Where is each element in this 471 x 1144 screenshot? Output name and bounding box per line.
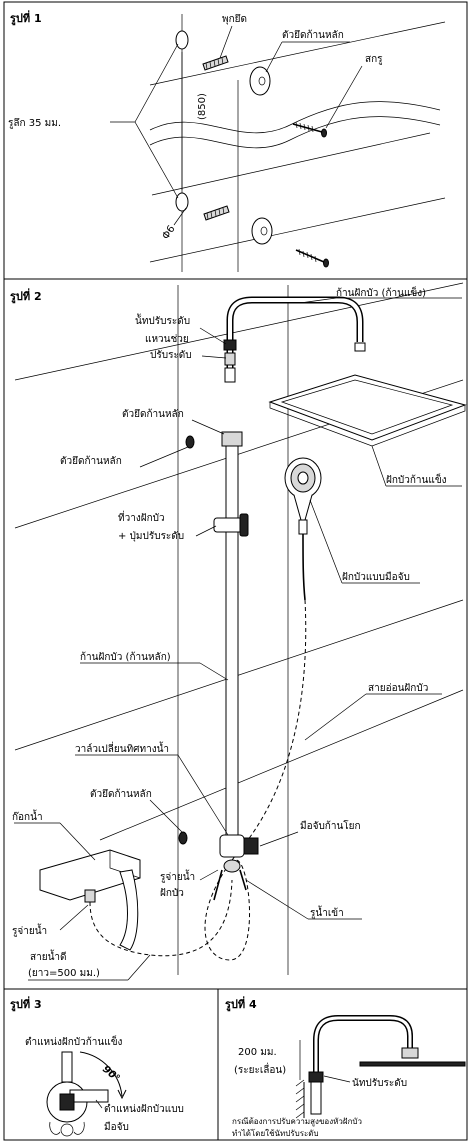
shower-hose [204, 599, 307, 961]
faucet-label: ก๊อกน้ำ [12, 809, 43, 823]
wall-holder-bottom [251, 217, 273, 245]
screw-label: สกรู [365, 54, 383, 65]
handshower-holder [213, 513, 249, 537]
screw-top [292, 121, 327, 138]
wall-guides [149, 14, 446, 272]
main-slide-bar [225, 439, 239, 853]
travel-label-1: 200 มม. [238, 1047, 277, 1058]
level-washer [224, 352, 236, 366]
adjust-nut [223, 339, 237, 351]
panel-3-title: รูปที่ 3 [10, 996, 42, 1012]
outlet-label: รูจ่ายน้ำ [12, 923, 47, 937]
drill-hole-bottom [175, 192, 189, 212]
handshower-label: ฝักบัวแบบมือจับ [342, 571, 410, 583]
hose-label: สายอ่อนฝักบัว [368, 683, 428, 694]
rain-shower-head [268, 342, 467, 447]
lower-wall-holder [178, 831, 188, 845]
outlet-shower-label-2: ฝักบัว [160, 888, 184, 899]
note-line-2: ทำได้โดยใช้นัทปรับระดับ [232, 1128, 319, 1138]
panel-2: รูปที่ 2 [10, 282, 467, 981]
washer-label-1: แหวนช่วย [145, 334, 189, 345]
wall-plug-bottom [203, 205, 230, 221]
handshower-holder-label-1: ที่วางฝักบัว [118, 510, 165, 524]
drill-hole-top [175, 30, 189, 50]
hand-position-label-1: ตำแหน่งฝักบัวแบบ [104, 1104, 184, 1115]
shower-arm-side-view [308, 1015, 466, 1115]
rotation-arc [79, 1051, 123, 1097]
wall-holder-top [249, 66, 271, 96]
pipe-label-2: (ยาว=500 มม.) [28, 968, 100, 979]
outlet-shower-label-1: รูจ่ายน้ำ [160, 869, 195, 883]
rigid-position-label: ตำแหน่งฝักบัวก้านแข็ง [25, 1034, 123, 1048]
wall-plug-top [202, 55, 229, 71]
inlet-pipe [89, 879, 233, 957]
handshower [284, 457, 322, 601]
panel-1-title: รูปที่ 1 [10, 10, 42, 26]
washer-label-2: ปรับระดับ [150, 350, 192, 361]
mixer-faucet [39, 849, 141, 951]
diverter-top-view [46, 1051, 109, 1137]
travel-label-2: (ระยะเลื่อน) [234, 1062, 286, 1076]
panel-2-title: รูปที่ 2 [10, 288, 42, 304]
panel-1: รูปที่ 1 (850) Φ6 [8, 10, 446, 272]
diameter-label: Φ6 [160, 224, 177, 242]
wall-hatch [295, 1079, 305, 1119]
lever-label: มือจับก้านโยก [300, 819, 361, 832]
note-line-1: กรณีต้องการปรับความสูงของหัวฝักบัว [232, 1117, 362, 1127]
handshower-holder-label-2: + ปุ่มปรับระดับ [118, 531, 184, 542]
rigid-arm-label: ก้านฝักบัว (ก้านแข็ง) [336, 285, 426, 299]
panel-4: รูปที่ 4 200 มม. (ระยะเลื่อน) นัทปรับระด… [225, 996, 466, 1138]
pipe-label-1: สายน้ำดี [30, 949, 67, 963]
nut-label: นัทปรับระดับ [352, 1078, 407, 1089]
diverter-valve [219, 834, 259, 873]
holder-top-label: ตัวยึดก้านหลัก [122, 408, 184, 420]
panel-3: รูปที่ 3 ตำแหน่งฝักบัวก้านแข็ง 90° ตำแหน… [10, 996, 184, 1137]
panel-4-title: รูปที่ 4 [225, 996, 257, 1012]
rain-head-label: ฝักบัวก้านแข็ง [386, 472, 447, 486]
panel-borders [3, 1, 468, 1141]
hole-label: รูลึก 35 มม. [8, 117, 61, 129]
main-bar-label: ก้านฝักบัว (ก้านหลัก) [80, 651, 171, 663]
adjust-nut-label: น้ัทปรับระดับ [135, 313, 190, 327]
holder-lower-label: ตัวยึดก้านหลัก [90, 788, 152, 800]
holder-wall-label: ตัวยึดก้านหลัก [60, 455, 122, 467]
screw-bottom [295, 248, 329, 268]
wall-plug-label: พุกยึด [222, 13, 247, 25]
height-dimension: (850) [197, 93, 208, 120]
rigid-shower-arm [226, 296, 364, 380]
diverter-label: วาล์วเปลี่ยนทิศทางน้ำ [75, 741, 169, 755]
upper-wall-holder [185, 435, 195, 449]
wall-holder-label: ตัวยึดก้านหลัก [282, 29, 344, 41]
inlet-label: รูน้ำเข้า [310, 905, 344, 919]
hand-position-label-2: มือจับ [104, 1121, 129, 1133]
